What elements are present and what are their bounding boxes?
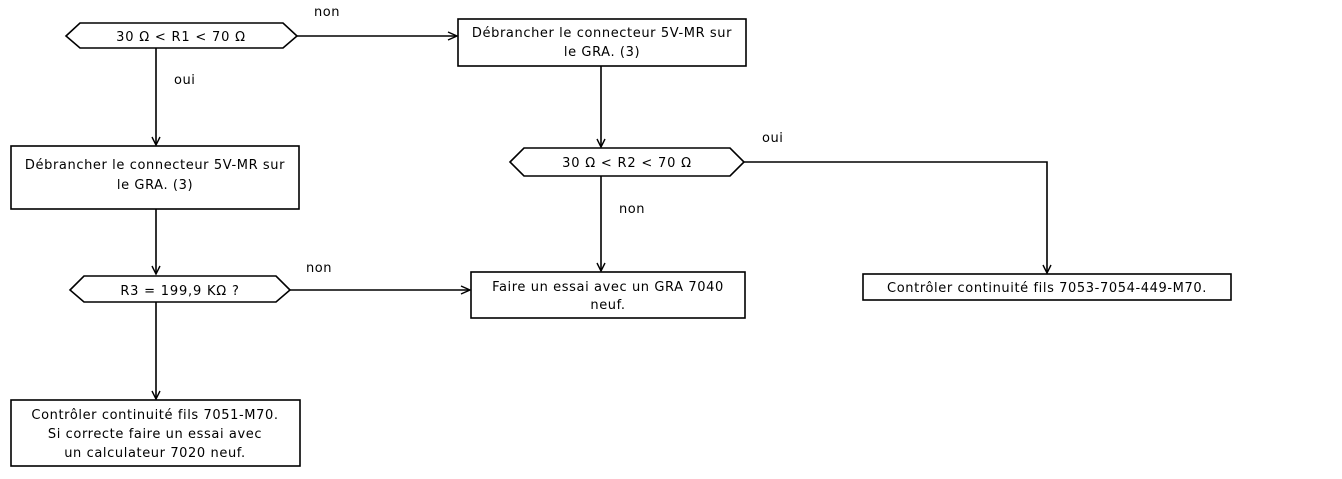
action-check-7051-line-1: Contrôler continuité fils 7051-M70. bbox=[31, 408, 278, 423]
label-r1-oui: oui bbox=[174, 73, 195, 88]
edge-r2-non bbox=[596, 176, 606, 273]
edge-r3-non bbox=[290, 285, 472, 295]
action-disconnect-top-line-1: Débrancher le connecteur 5V-MR sur bbox=[472, 26, 732, 41]
decision-r2-text: 30 Ω < R2 < 70 Ω bbox=[562, 156, 692, 171]
edge-r2-oui bbox=[744, 161, 1052, 275]
edge-r3-down bbox=[151, 302, 161, 401]
action-disconnect-top-line-2: le GRA. (3) bbox=[564, 45, 640, 60]
decision-r3: R3 = 199,9 KΩ ? bbox=[68, 275, 292, 303]
action-check-7051-line-3: un calculateur 7020 neuf. bbox=[64, 446, 246, 461]
action-disconnect-left-line-2: le GRA. (3) bbox=[117, 178, 193, 193]
action-check-7051: Contrôler continuité fils 7051-M70. Si c… bbox=[10, 399, 301, 467]
label-r1-non: non bbox=[314, 5, 340, 20]
decision-r1-text: 30 Ω < R1 < 70 Ω bbox=[116, 30, 246, 45]
action-test-gra-line-2: neuf. bbox=[590, 298, 625, 313]
action-check-7053-line-1: Contrôler continuité fils 7053-7054-449-… bbox=[887, 281, 1207, 296]
action-check-7053: Contrôler continuité fils 7053-7054-449-… bbox=[862, 273, 1232, 301]
action-disconnect-top: Débrancher le connecteur 5V-MR sur le GR… bbox=[457, 18, 747, 67]
decision-r3-text: R3 = 199,9 KΩ ? bbox=[120, 284, 239, 299]
edge-r1-oui bbox=[151, 48, 161, 147]
label-r3-non: non bbox=[306, 261, 332, 276]
edge-disconnect-to-r2 bbox=[596, 66, 606, 149]
label-r2-oui: oui bbox=[762, 131, 783, 146]
label-r2-non: non bbox=[619, 202, 645, 217]
action-check-7051-line-2: Si correcte faire un essai avec bbox=[48, 427, 262, 442]
decision-r1: 30 Ω < R1 < 70 Ω bbox=[64, 22, 299, 49]
action-test-gra: Faire un essai avec un GRA 7040 neuf. bbox=[470, 271, 746, 319]
action-test-gra-line-1: Faire un essai avec un GRA 7040 bbox=[492, 280, 724, 295]
edge-r1-non bbox=[297, 31, 459, 41]
action-disconnect-left: Débrancher le connecteur 5V-MR sur le GR… bbox=[10, 145, 300, 210]
decision-r2: 30 Ω < R2 < 70 Ω bbox=[508, 147, 746, 177]
connectors bbox=[151, 31, 1052, 401]
edge-disconnect-to-r3 bbox=[151, 209, 161, 276]
action-disconnect-left-line-1: Débrancher le connecteur 5V-MR sur bbox=[25, 158, 285, 173]
